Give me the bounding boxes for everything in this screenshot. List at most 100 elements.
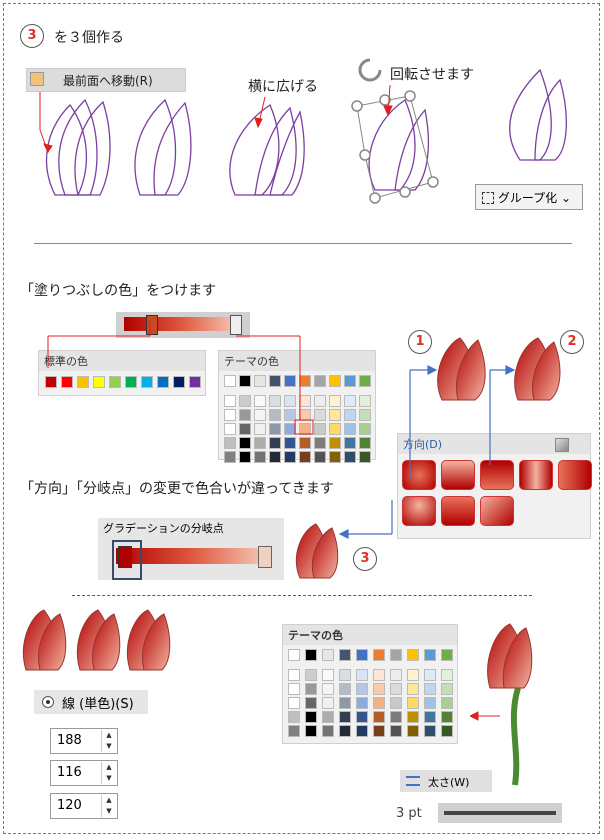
theme-color-swatch[interactable] xyxy=(299,451,311,463)
theme-color-swatch[interactable] xyxy=(269,437,281,449)
stepper-down-icon[interactable]: ▼ xyxy=(106,742,112,750)
theme-color-swatch[interactable] xyxy=(239,409,251,421)
theme-color-swatch[interactable] xyxy=(284,409,296,421)
theme-color-swatch[interactable] xyxy=(288,711,300,723)
theme-color-swatch[interactable] xyxy=(288,649,300,661)
theme-color-swatch[interactable] xyxy=(407,697,419,709)
theme-color-swatch[interactable] xyxy=(441,725,453,737)
theme-color-swatch[interactable] xyxy=(344,451,356,463)
direction-option-tile[interactable] xyxy=(402,496,436,526)
bring-to-front-button[interactable]: 最前面へ移動(R) xyxy=(26,68,186,92)
theme-color-swatch[interactable] xyxy=(356,697,368,709)
standard-color-swatch[interactable] xyxy=(141,376,153,388)
theme-color-swatch[interactable] xyxy=(407,711,419,723)
standard-color-swatch[interactable] xyxy=(189,376,201,388)
theme-color-swatch[interactable] xyxy=(339,711,351,723)
theme-color-swatch[interactable] xyxy=(299,437,311,449)
theme-color-swatch[interactable] xyxy=(373,649,385,661)
theme-color-swatch[interactable] xyxy=(322,669,334,681)
theme-color-swatch[interactable] xyxy=(373,725,385,737)
theme-color-swatch[interactable] xyxy=(305,711,317,723)
theme-color-swatch[interactable] xyxy=(314,395,326,407)
theme-color-swatch[interactable] xyxy=(239,375,251,387)
direction-option-tile[interactable] xyxy=(480,496,514,526)
theme-color-swatch[interactable] xyxy=(407,649,419,661)
theme-color-swatch[interactable] xyxy=(390,697,402,709)
theme-color-swatch[interactable] xyxy=(239,451,251,463)
theme-color-swatch[interactable] xyxy=(269,395,281,407)
theme-color-swatch[interactable] xyxy=(322,697,334,709)
theme-color-swatch[interactable] xyxy=(288,725,300,737)
direction-option-tile[interactable] xyxy=(519,460,553,490)
theme-color-swatch[interactable] xyxy=(269,375,281,387)
theme-color-swatch[interactable] xyxy=(288,683,300,695)
theme-color-swatch[interactable] xyxy=(239,423,251,435)
theme-color-swatch[interactable] xyxy=(305,697,317,709)
theme-color-swatch[interactable] xyxy=(424,711,436,723)
theme-color-swatch[interactable] xyxy=(441,649,453,661)
theme-color-swatch[interactable] xyxy=(339,697,351,709)
theme-color-swatch[interactable] xyxy=(344,423,356,435)
theme-color-swatch[interactable] xyxy=(356,683,368,695)
theme-color-swatch[interactable] xyxy=(373,669,385,681)
theme-color-swatch[interactable] xyxy=(359,375,371,387)
theme-color-swatch[interactable] xyxy=(224,451,236,463)
standard-color-swatch[interactable] xyxy=(109,376,121,388)
stepper-up-icon[interactable]: ▲ xyxy=(106,763,112,771)
theme-color-swatch[interactable] xyxy=(390,711,402,723)
theme-color-swatch[interactable] xyxy=(314,423,326,435)
standard-color-swatch[interactable] xyxy=(173,376,185,388)
standard-color-swatch[interactable] xyxy=(93,376,105,388)
theme-color-swatch[interactable] xyxy=(441,669,453,681)
theme-color-swatch[interactable] xyxy=(356,649,368,661)
red-value-input[interactable]: 188▲▼ xyxy=(50,728,118,754)
stepper-up-icon[interactable]: ▲ xyxy=(106,731,112,739)
theme-color-swatch[interactable] xyxy=(407,725,419,737)
theme-color-swatch[interactable] xyxy=(305,725,317,737)
theme-color-swatch[interactable] xyxy=(239,395,251,407)
theme-color-swatch[interactable] xyxy=(329,409,341,421)
stepper-down-icon[interactable]: ▼ xyxy=(106,807,112,815)
theme-color-swatch[interactable] xyxy=(254,437,266,449)
gradient-stop-right[interactable] xyxy=(230,315,242,335)
theme-color-swatch[interactable] xyxy=(359,395,371,407)
theme-color-swatch[interactable] xyxy=(441,683,453,695)
theme-color-swatch[interactable] xyxy=(344,409,356,421)
theme-color-swatch[interactable] xyxy=(441,697,453,709)
theme-color-swatch[interactable] xyxy=(322,683,334,695)
theme-color-swatch[interactable] xyxy=(390,649,402,661)
standard-color-swatch[interactable] xyxy=(125,376,137,388)
theme-color-swatch[interactable] xyxy=(254,375,266,387)
theme-color-swatch[interactable] xyxy=(224,409,236,421)
direction-option-tile[interactable] xyxy=(441,460,475,490)
theme-color-swatch[interactable] xyxy=(339,725,351,737)
theme-color-swatch[interactable] xyxy=(407,683,419,695)
group-button[interactable]: グループ化 ⌄ xyxy=(475,184,583,210)
theme-color-swatch[interactable] xyxy=(284,375,296,387)
theme-color-swatch[interactable] xyxy=(322,725,334,737)
theme-color-swatch[interactable] xyxy=(224,423,236,435)
theme-color-swatch[interactable] xyxy=(269,451,281,463)
theme-color-swatch[interactable] xyxy=(305,669,317,681)
theme-color-swatch[interactable] xyxy=(239,437,251,449)
standard-color-swatch[interactable] xyxy=(45,376,57,388)
theme-color-swatch[interactable] xyxy=(356,711,368,723)
gradient-stop-end[interactable] xyxy=(258,546,272,568)
weight-line-sample[interactable] xyxy=(438,803,562,823)
direction-option-tile[interactable] xyxy=(441,496,475,526)
theme-color-swatch[interactable] xyxy=(373,711,385,723)
theme-color-swatch[interactable] xyxy=(254,395,266,407)
gradient-stop-left[interactable] xyxy=(146,315,158,335)
theme-color-swatch[interactable] xyxy=(269,409,281,421)
theme-color-swatch[interactable] xyxy=(329,395,341,407)
standard-color-swatch[interactable] xyxy=(77,376,89,388)
theme-color-swatch[interactable] xyxy=(224,395,236,407)
theme-color-swatch[interactable] xyxy=(359,409,371,421)
theme-color-swatch[interactable] xyxy=(424,725,436,737)
gradient-preview-icon[interactable] xyxy=(555,438,569,452)
theme-color-swatch[interactable] xyxy=(224,437,236,449)
theme-color-swatch[interactable] xyxy=(329,451,341,463)
line-solid-option[interactable]: 線 (単色)(S) xyxy=(34,690,148,714)
standard-color-swatch[interactable] xyxy=(157,376,169,388)
theme-color-swatch[interactable] xyxy=(339,649,351,661)
